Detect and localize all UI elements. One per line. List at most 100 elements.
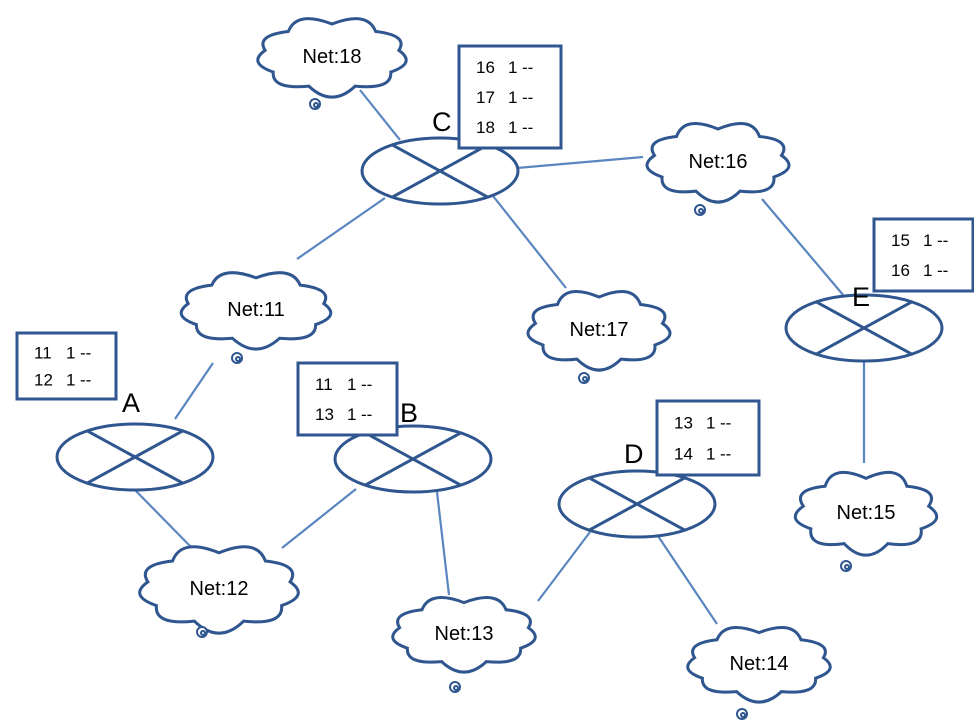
router-cross-line [363,431,463,487]
cloud-tail-icon [453,685,459,691]
route-network: 11 [315,375,333,394]
cloud-icon [793,470,939,557]
router-b: B [333,398,493,494]
route-next-hop: -- [720,445,731,464]
network-label: Net:16 [689,151,748,173]
cloud-tail-icon [313,102,319,108]
route-network: 18 [476,118,495,137]
routing-table-row: 16 1 -- [891,261,948,280]
network-cloud-11: Net:11 [179,271,333,364]
router-cross-line [85,429,185,485]
network-cloud-17: Net:17 [526,289,672,384]
route-network: 13 [674,414,693,433]
cloud-tail-icon [200,630,206,636]
router-label: D [624,439,644,469]
route-distance: 1 [706,445,715,464]
router-label: C [432,107,452,137]
routing-table-d: 13 1 -- 14 1 -- [655,399,761,477]
routing-table-box [655,399,761,477]
route-next-hop: -- [80,371,91,390]
router-a: A [55,388,215,492]
cloud-tail-icon [740,712,746,718]
network-label: Net:11 [227,299,284,321]
route-network: 13 [315,405,334,424]
link-c-11 [296,197,386,260]
route-next-hop: -- [80,344,91,363]
network-cloud-15: Net:15 [793,470,939,572]
route-network: 14 [674,445,693,464]
link-c-17 [492,195,567,289]
route-network: 16 [476,58,495,77]
cloud-icon [138,545,300,635]
routing-table-row: 13 1 -- [674,414,731,433]
route-distance: 1 [66,344,75,363]
network-label: Net:15 [837,502,896,524]
route-distance: 1 [347,375,356,394]
route-distance: 1 [508,118,517,137]
routing-table-row: 14 1 -- [674,445,731,464]
route-distance: 1 [923,261,932,280]
router-e: E [784,282,944,363]
route-next-hop: -- [720,414,731,433]
route-next-hop: -- [937,261,948,280]
link-d-14 [657,535,718,625]
network-label: Net:13 [435,623,494,645]
cloud-icon [256,17,408,99]
route-distance: 1 [66,371,75,390]
network-label: Net:14 [730,653,789,675]
router-label: B [400,398,418,428]
routing-table-row: 15 1 -- [891,231,948,250]
routing-table-e: 15 1 -- 16 1 -- [872,217,974,293]
cloud-tail-icon [844,564,850,570]
route-distance: 1 [347,405,356,424]
link-c-18 [359,89,401,141]
cloud-icon [645,121,791,204]
router-cross-line [587,476,687,532]
network-label: Net:12 [190,578,249,600]
route-distance: 1 [508,88,517,107]
link-c-16 [516,155,644,170]
routing-table-row: 13 1 -- [315,405,372,424]
route-distance: 1 [923,231,932,250]
cloud-icon [391,596,537,674]
route-network: 15 [891,231,910,250]
link-e-16 [761,198,845,297]
router-cross-line [814,300,914,356]
route-distance: 1 [706,414,715,433]
routing-table-row: 18 1 -- [476,118,533,137]
link-b-13 [435,491,451,596]
route-next-hop: -- [937,231,948,250]
cloud-icon [526,289,672,372]
network-cloud-13: Net:13 [391,596,537,693]
router-label: E [852,282,870,312]
cloud-icon [179,271,333,351]
router-c: C [360,107,520,206]
cloud-icon [686,626,832,704]
cloud-tail-icon [582,376,588,382]
link-d-13 [537,531,591,602]
route-network: 11 [34,344,52,363]
route-network: 16 [891,261,910,280]
router-d: D [557,439,717,539]
route-network: 17 [476,88,495,107]
route-next-hop: -- [522,58,533,77]
link-a-11 [174,362,214,420]
cloud-tail-icon [698,208,704,214]
router-label: A [122,388,140,418]
route-next-hop: -- [361,405,372,424]
network-label: Net:18 [303,46,362,68]
routing-table-box [872,217,974,293]
route-next-hop: -- [522,118,533,137]
route-next-hop: -- [361,375,372,394]
network-cloud-12: Net:12 [138,545,300,638]
network-cloud-16: Net:16 [645,121,791,216]
routing-table-box [296,361,399,437]
